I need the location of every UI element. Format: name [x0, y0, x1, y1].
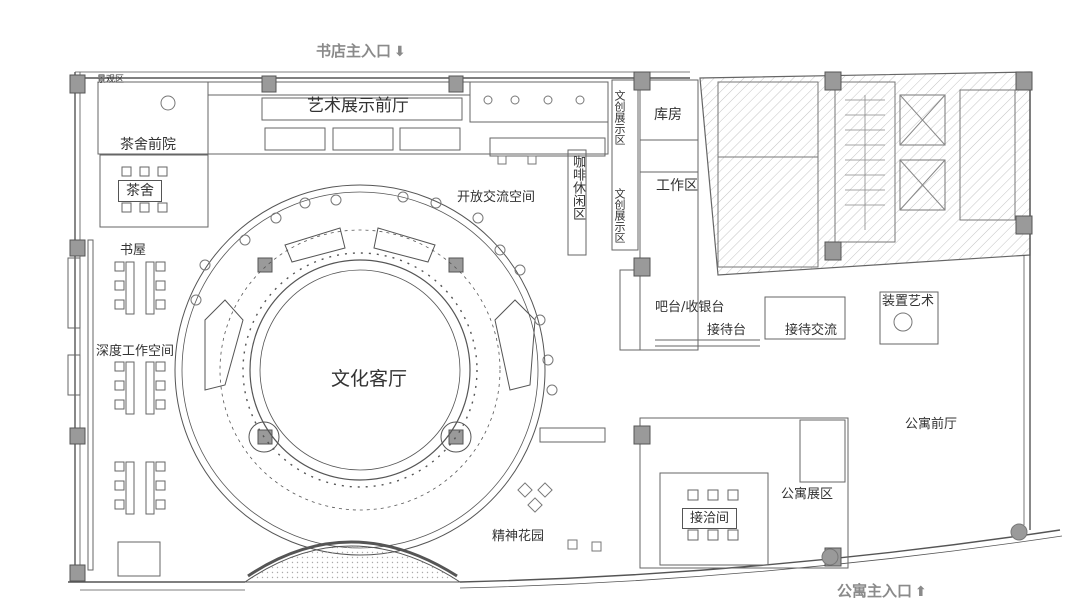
arrow-up-icon: ⬆	[915, 584, 927, 600]
room-label-apartment-lobby: 公寓前厅	[905, 417, 958, 432]
core-block	[699, 71, 1031, 276]
room-label-workspace: 工作区	[656, 178, 698, 194]
structural-columns	[69, 71, 1033, 582]
room-label-reception-exchange: 接待交流	[785, 323, 838, 338]
room-label-bar-cashier: 吧台/收银台	[655, 300, 725, 315]
partitions	[67, 79, 939, 571]
room-label-installation-art: 装置艺术	[882, 294, 935, 309]
apartment-entrance-text: 公寓主入口	[837, 582, 913, 600]
room-label-creative-display-mid: 文创展示区	[613, 188, 626, 243]
room-label-spirit-garden: 精神花园	[492, 529, 545, 544]
room-label-cultural-living-room: 文化客厅	[331, 368, 408, 390]
room-label-apartment-display: 公寓展区	[781, 487, 834, 502]
room-label-deep-work: 深度工作空间	[96, 344, 175, 359]
arrow-down-icon: ⬇	[394, 44, 406, 60]
desks	[114, 166, 739, 577]
room-label-tea-front-yard: 茶舍前院	[120, 137, 176, 153]
furniture-chairs	[160, 95, 1028, 566]
room-label-scenic-area: 景观区	[97, 75, 125, 85]
room-label-coffee-lounge: 咖啡休闲区	[570, 155, 585, 220]
room-label-open-exchange: 开放交流空间	[457, 190, 536, 205]
room-label-reception-desk: 接待台	[707, 323, 747, 338]
garden-arch	[243, 540, 462, 583]
room-label-art-exhibition-foyer: 艺术展示前厅	[307, 96, 409, 116]
bookstore-main-entrance-label: 书店主入口⬇	[316, 42, 406, 60]
outer-walls	[68, 71, 1063, 591]
room-label-negotiation-room: 接洽间	[682, 508, 738, 529]
bookstore-entrance-text: 书店主入口	[316, 42, 392, 60]
room-label-book-house: 书屋	[120, 243, 147, 258]
apartment-main-entrance-label: 公寓主入口⬆	[837, 582, 927, 600]
room-label-creative-display-top: 文创展示区	[613, 90, 626, 145]
room-label-storage: 库房	[654, 107, 682, 123]
room-label-tea-house: 茶舍	[118, 180, 162, 202]
